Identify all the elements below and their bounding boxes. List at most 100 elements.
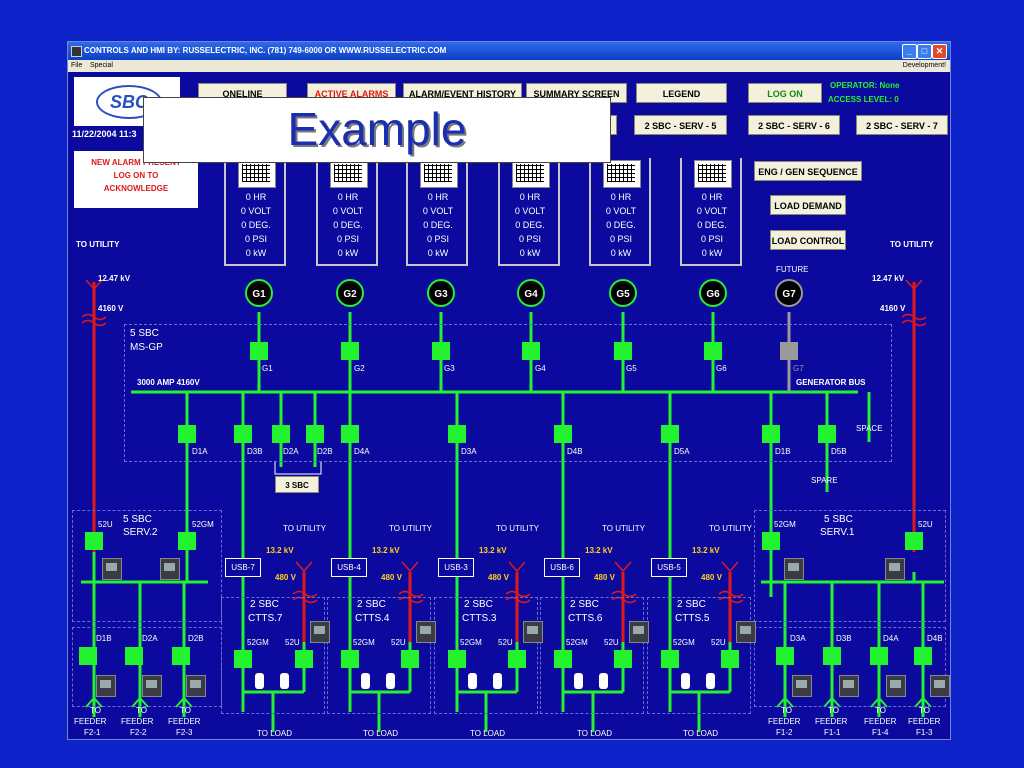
minimize-icon[interactable]: _ [902, 44, 917, 59]
breaker-d2a[interactable] [272, 425, 290, 443]
breaker-serv2-d2a[interactable] [125, 647, 143, 665]
three-sbc-button[interactable]: 3 SBC [275, 476, 319, 493]
breaker-handle-icon [361, 673, 370, 689]
f23-id: F2-3 [176, 728, 193, 737]
usb-6[interactable]: USB-6 [544, 558, 580, 577]
breaker-ctts6-52gm[interactable] [554, 650, 572, 668]
breaker-g6[interactable] [704, 342, 722, 360]
menu-file[interactable]: File [71, 62, 83, 69]
breaker-serv2-52u[interactable] [85, 532, 103, 550]
relay-icon [186, 675, 206, 697]
generator-g3[interactable]: G3 [427, 279, 455, 307]
gen-panel-g2[interactable]: 0 HR 0 VOLT 0 DEG. 0 PSI 0 kW [316, 158, 378, 266]
usb-5[interactable]: USB-5 [651, 558, 687, 577]
breaker-d2b[interactable] [306, 425, 324, 443]
keypad-icon [238, 160, 276, 188]
g3-hours: 0 HR [427, 192, 449, 202]
gen-panel-g5[interactable]: 0 HR 0 VOLT 0 DEG. 0 PSI 0 kW [589, 158, 651, 266]
breaker-g5[interactable] [614, 342, 632, 360]
ctts5-52gm: 52GM [673, 638, 695, 647]
ctts6-kv: 13.2 kV [585, 546, 613, 555]
d2a-label: D2A [283, 447, 299, 456]
relay-icon [886, 675, 906, 697]
breaker-ctts7-52gm[interactable] [234, 650, 252, 668]
load-control-button[interactable]: LOAD CONTROL [770, 230, 846, 250]
breaker-d5b[interactable] [818, 425, 836, 443]
operator-label: OPERATOR: None [830, 81, 900, 90]
breaker-serv2-d1b[interactable] [79, 647, 97, 665]
ctts3-52u: 52U [498, 638, 513, 647]
gen-panel-g1[interactable]: 0 HR 0 VOLT 0 DEG. 0 PSI 0 kW [224, 158, 286, 266]
f13-to: TO [919, 706, 930, 715]
legend-button[interactable]: LEGEND [636, 83, 727, 103]
gen-panel-g6[interactable]: 0 HR 0 VOLT 0 DEG. 0 PSI 0 kW [680, 158, 742, 266]
g4-psi: 0 PSI [518, 234, 541, 244]
gen-panel-g3[interactable]: 0 HR 0 VOLT 0 DEG. 0 PSI 0 kW [406, 158, 468, 266]
ctts7-to-utility: TO UTILITY [283, 524, 326, 533]
f11-feeder: FEEDER [815, 717, 848, 726]
breaker-serv2-d2b[interactable] [172, 647, 190, 665]
breaker-serv2-52gm[interactable] [178, 532, 196, 550]
breaker-d3b[interactable] [234, 425, 252, 443]
keypad-icon [420, 160, 458, 188]
generator-g1[interactable]: G1 [245, 279, 273, 307]
breaker-ctts4-52u[interactable] [401, 650, 419, 668]
serv5-button[interactable]: 2 SBC - SERV - 5 [634, 115, 727, 135]
breaker-g4[interactable] [522, 342, 540, 360]
log-on-button[interactable]: LOG ON [748, 83, 822, 103]
generator-g4[interactable]: G4 [517, 279, 545, 307]
usb-3[interactable]: USB-3 [438, 558, 474, 577]
breaker-g3[interactable] [432, 342, 450, 360]
generator-g7[interactable]: G7 [775, 279, 803, 307]
usb-4[interactable]: USB-4 [331, 558, 367, 577]
f21-feeder: FEEDER [74, 717, 107, 726]
close-icon[interactable]: ✕ [932, 44, 947, 59]
breaker-d1b[interactable] [762, 425, 780, 443]
generator-g5[interactable]: G5 [609, 279, 637, 307]
g5-hours: 0 HR [610, 192, 632, 202]
eng-gen-sequence-button[interactable]: ENG / GEN SEQUENCE [754, 161, 862, 181]
keypad-icon [512, 160, 550, 188]
ms-gp-label-2: MS-GP [130, 342, 163, 353]
breaker-serv1-52gm[interactable] [762, 532, 780, 550]
menu-special[interactable]: Special [90, 62, 113, 69]
g5-volts: 0 VOLT [605, 206, 637, 216]
breaker-serv1-52u[interactable] [905, 532, 923, 550]
usb-7[interactable]: USB-7 [225, 558, 261, 577]
breaker-d4a[interactable] [341, 425, 359, 443]
kv-1247-right: 12.47 kV [872, 274, 905, 283]
breaker-ctts7-52u[interactable] [295, 650, 313, 668]
app-icon [71, 46, 82, 57]
serv7-button[interactable]: 2 SBC - SERV - 7 [856, 115, 948, 135]
menu-development[interactable]: Development! [902, 62, 946, 69]
breaker-serv1-d3a[interactable] [776, 647, 794, 665]
gen-panel-g4[interactable]: 0 HR 0 VOLT 0 DEG. 0 PSI 0 kW [498, 158, 560, 266]
maximize-icon[interactable]: □ [917, 44, 932, 59]
load-demand-button[interactable]: LOAD DEMAND [770, 195, 846, 215]
generator-g6[interactable]: G6 [699, 279, 727, 307]
breaker-d1a[interactable] [178, 425, 196, 443]
serv1-enclosure [754, 510, 946, 622]
breaker-g1[interactable] [250, 342, 268, 360]
breaker-ctts3-52u[interactable] [508, 650, 526, 668]
f22-id: F2-2 [130, 728, 147, 737]
breaker-g4-label: G4 [535, 364, 546, 373]
breaker-d4b[interactable] [554, 425, 572, 443]
breaker-serv1-d4b[interactable] [914, 647, 932, 665]
generator-g2[interactable]: G2 [336, 279, 364, 307]
breaker-g7[interactable] [780, 342, 798, 360]
breaker-serv1-d4a[interactable] [870, 647, 888, 665]
g4-kw: 0 kW [519, 248, 541, 258]
serv6-button[interactable]: 2 SBC - SERV - 6 [748, 115, 840, 135]
breaker-ctts3-52gm[interactable] [448, 650, 466, 668]
ctts7-to-load: TO LOAD [257, 729, 292, 738]
breaker-d3a[interactable] [448, 425, 466, 443]
breaker-ctts5-52u[interactable] [721, 650, 739, 668]
breaker-g2[interactable] [341, 342, 359, 360]
breaker-serv1-d3b[interactable] [823, 647, 841, 665]
breaker-ctts5-52gm[interactable] [661, 650, 679, 668]
breaker-ctts4-52gm[interactable] [341, 650, 359, 668]
breaker-ctts6-52u[interactable] [614, 650, 632, 668]
example-overlay: Example [143, 97, 611, 163]
breaker-d5a[interactable] [661, 425, 679, 443]
